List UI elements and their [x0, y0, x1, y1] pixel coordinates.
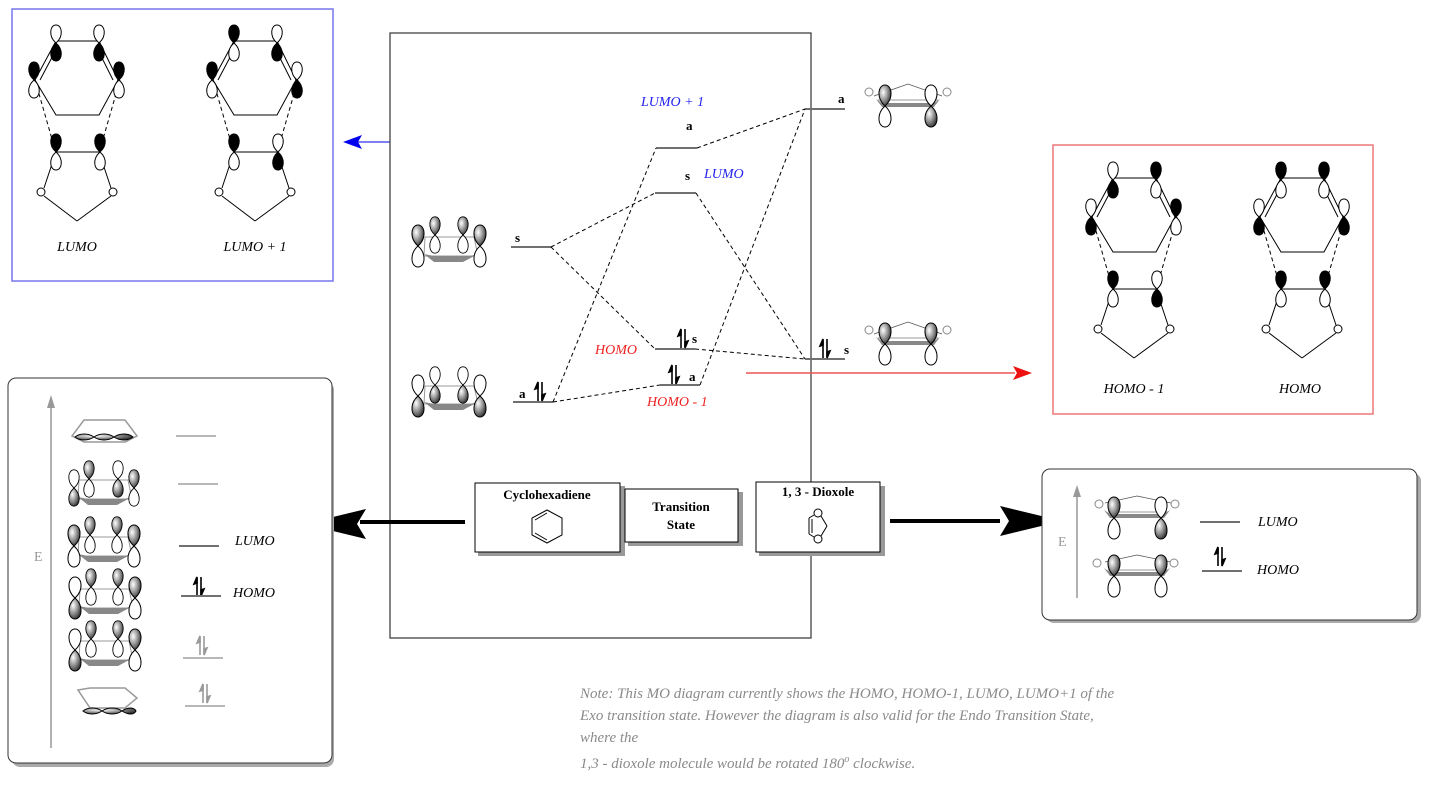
homo-panel: HOMO - 1 HOMO	[1052, 144, 1374, 415]
dioxole-title: 1, 3 - Dioxole	[782, 484, 854, 499]
lumo-structure	[28, 24, 125, 222]
ts-label-homo-minus-1: HOMO - 1	[646, 395, 708, 410]
energy-levels	[511, 108, 845, 403]
electron-pair-icon	[818, 338, 832, 359]
ts-title-line2: State	[667, 517, 695, 532]
lumo-plus-1-structure	[206, 24, 303, 222]
dioxole-lumo-fragment	[864, 83, 952, 128]
ts-title-line1: Transition	[652, 499, 710, 514]
dioxole-mo-panel: E LUMO HOMO	[1041, 468, 1421, 623]
electron-pairs	[533, 328, 832, 402]
mo-3-icon	[67, 516, 141, 568]
homo-structure	[1253, 161, 1350, 359]
electron-pair-icon	[667, 364, 681, 385]
footnote-line-2: Exo transition state. However the diagra…	[580, 708, 1094, 746]
degree-superscript: o	[844, 754, 850, 765]
lumo-panel: LUMO LUMO + 1	[11, 8, 334, 282]
ts-sym-s-upper: s	[685, 168, 690, 183]
ts-sym-s-lower: s	[692, 331, 697, 346]
dioxole-lumo-icon	[1094, 495, 1180, 540]
ts-label-lumo-plus-1: LUMO + 1	[640, 95, 704, 110]
footnote-line-3-end: clockwise.	[849, 756, 916, 772]
cd-label-homo: HOMO	[232, 586, 275, 601]
right-sym-a: a	[838, 91, 845, 106]
cyclohexadiene-mo-panel: E LUMO	[7, 377, 334, 767]
mo-1-icon	[70, 419, 139, 443]
cyclohexadiene-homo-fragment	[411, 366, 487, 418]
cd-electron-pair-faint-icon	[198, 683, 212, 704]
ts-sym-a-lower: a	[689, 369, 696, 384]
correlation-lines	[550, 108, 806, 403]
cd-label-lumo: LUMO	[234, 534, 275, 549]
dioxole-homo-icon	[1092, 554, 1179, 598]
energy-axis-label: E	[34, 550, 43, 565]
left-sym-s: s	[515, 230, 520, 245]
mo-6-icon	[76, 687, 139, 715]
footnote: Note: This MO diagram currently shows th…	[580, 683, 1120, 775]
cd-electron-pair-faint-icon	[195, 635, 209, 656]
mo-4-icon	[68, 568, 142, 620]
dioxole-label-homo: HOMO	[1256, 563, 1299, 578]
cyclohexadiene-structure-icon	[531, 509, 563, 544]
ts-sym-a-upper: a	[686, 118, 693, 133]
footnote-line-3: 1,3 - dioxole molecule would be rotated …	[580, 749, 1120, 775]
electron-pair-icon	[676, 328, 690, 349]
cyclohexadiene-lumo-fragment	[411, 216, 487, 268]
mo-5-icon	[68, 620, 142, 672]
dioxole-label-lumo: LUMO	[1257, 515, 1298, 530]
ts-label-lumo: LUMO	[703, 167, 744, 182]
dioxole-energy-axis-label: E	[1058, 535, 1067, 550]
lumo-plus-1-caption: LUMO + 1	[222, 240, 286, 255]
cd-electron-pair-icon	[192, 576, 206, 597]
arrow-to-dioxole-panel	[890, 506, 1062, 536]
homo-arrow	[746, 366, 1032, 380]
homo-minus-1-structure	[1085, 161, 1182, 359]
left-sym-a: a	[519, 386, 526, 401]
dioxole-electron-pair-icon	[1213, 546, 1227, 567]
homo-caption: HOMO	[1278, 382, 1321, 397]
dioxole-structure-icon	[808, 508, 828, 544]
homo-minus-1-caption: HOMO - 1	[1103, 382, 1165, 397]
cyclohexadiene-title: Cyclohexadiene	[503, 487, 591, 502]
mo-2-icon	[68, 460, 140, 507]
symmetry-labels: s a a s s a a s	[515, 91, 849, 401]
footnote-line-1: Note: This MO diagram currently shows th…	[580, 686, 1115, 702]
energy-axis	[47, 395, 55, 748]
dioxole-box[interactable]: 1, 3 - Dioxole	[755, 481, 885, 556]
cyclohexadiene-box[interactable]: Cyclohexadiene	[474, 482, 625, 556]
footnote-line-3-text: 1,3 - dioxole molecule would be rotated …	[580, 756, 845, 772]
ts-label-homo: HOMO	[594, 343, 637, 358]
dioxole-homo-fragment	[864, 321, 952, 366]
transition-state-box[interactable]: Transition State	[624, 488, 743, 546]
arrow-to-cyclohexadiene-panel	[304, 509, 465, 539]
main-mo-panel: s a a s s a a s	[389, 32, 952, 639]
energy-axis	[1073, 485, 1081, 598]
lumo-caption: LUMO	[56, 240, 97, 255]
right-sym-s: s	[844, 342, 849, 357]
electron-pair-icon	[533, 381, 547, 402]
